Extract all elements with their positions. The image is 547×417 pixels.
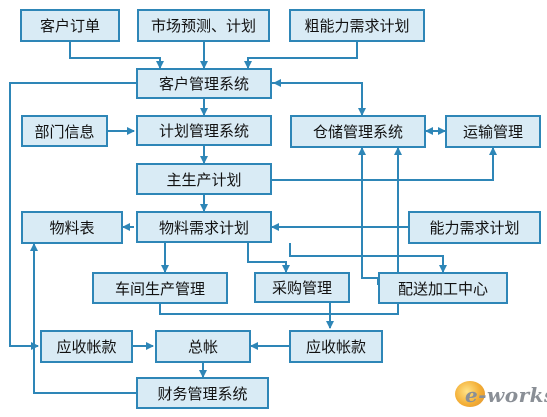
node-transport-mgmt: 运输管理 [445,115,541,148]
node-distribution: 配送加工中心 [378,272,508,304]
edge-order-to-crm [69,42,164,69]
edge-finance-to-bom [30,243,136,394]
node-ledger: 总帐 [155,330,251,363]
edge-rough-to-crm [244,42,358,69]
node-shop-floor: 车间生产管理 [92,272,228,304]
node-rough-capacity: 粗能力需求计划 [289,9,425,42]
node-customer-order: 客户订单 [20,9,120,42]
node-master-schedule: 主生产计划 [136,163,272,195]
edge-master-to-transport [272,147,497,181]
eworks-logo-text: e-works [465,383,547,407]
edge-crm-to-receivable [9,82,136,350]
node-bom: 物料表 [21,211,123,244]
edge-warehouse-to-crm [273,79,363,115]
node-payable: 应收帐款 [289,330,383,363]
edge-shop-to-warehouse [159,147,402,315]
node-receivable: 应收帐款 [40,330,133,363]
edge-crm-to-warehouse [272,82,366,116]
eworks-logo-mark [455,381,485,407]
node-plan-mgmt: 计划管理系统 [136,115,272,146]
node-mrp: 物料需求计划 [136,211,272,243]
node-dept-info: 部门信息 [21,115,108,147]
edge-mrp-to-purchase [247,243,290,273]
node-customer-mgmt: 客户管理系统 [136,68,272,99]
edge-distribution-to-warehouse [358,147,379,285]
node-capacity-plan: 能力需求计划 [408,211,541,244]
edge-mrp-to-distribution [289,243,447,273]
node-finance: 财务管理系统 [136,377,269,409]
node-purchasing: 采购管理 [254,272,350,303]
node-market-forecast: 市场预测、计划 [137,9,270,42]
node-warehouse-mgmt: 仓储管理系统 [290,115,426,148]
eworks-logo: e-works [455,379,547,411]
